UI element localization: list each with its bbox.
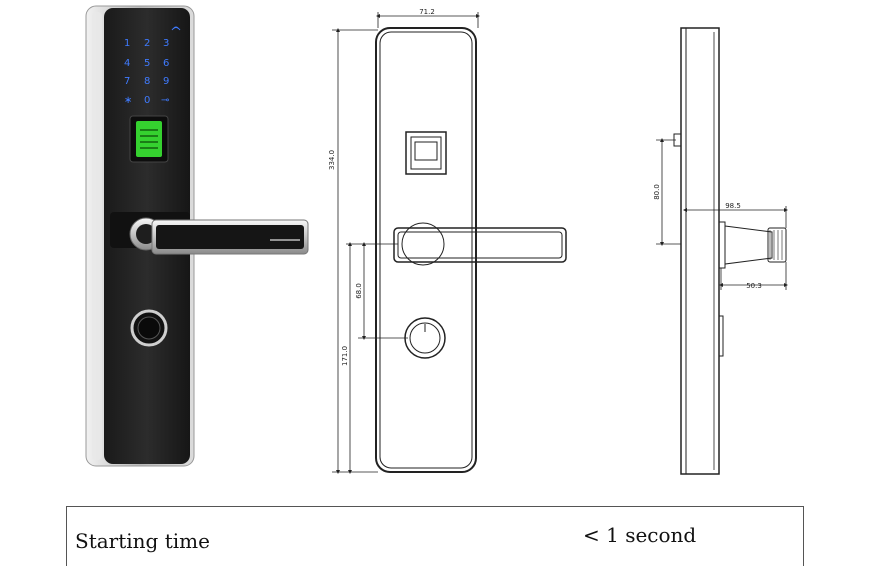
spec-value: < 1 second [583, 523, 697, 547]
key-cylinder[interactable] [130, 309, 168, 347]
lock-product-photo: 1 2 3 4 5 6 7 8 9 ∗ 0 ⊸ [85, 5, 309, 467]
key-7[interactable]: 7 [124, 76, 130, 87]
front-view-drawing [332, 12, 567, 474]
offset-dimension [656, 138, 681, 246]
rose-depth-label: 50.3 [746, 282, 762, 290]
key-lock[interactable]: ⊸ [161, 95, 169, 106]
handle-cylinder-dimension [346, 242, 408, 340]
key-9[interactable]: 9 [163, 76, 169, 87]
key-star[interactable]: ∗ [124, 95, 132, 106]
rose-depth-dimension [719, 262, 788, 290]
width-label: 71.2 [419, 8, 435, 16]
key-6[interactable]: 6 [163, 58, 169, 69]
handle-cylinder-label: 68.0 [355, 283, 363, 299]
key-5[interactable]: 5 [144, 58, 150, 69]
handle-depth-dimension [683, 206, 788, 228]
height-dimension [332, 28, 378, 474]
handle-depth-label: 98.5 [725, 202, 741, 210]
key-0[interactable]: 0 [144, 95, 150, 106]
key-4[interactable]: 4 [124, 58, 130, 69]
fingerprint-sensor[interactable] [129, 115, 169, 163]
signal-icon [171, 26, 181, 31]
spec-label: Starting time [75, 529, 210, 553]
spec-table: Starting time < 1 second [66, 506, 804, 566]
width-dimension [376, 12, 480, 28]
offset-label: 80.0 [653, 184, 661, 200]
height-label: 334.0 [328, 150, 336, 170]
key-1[interactable]: 1 [124, 38, 130, 49]
side-view-drawing [656, 27, 788, 475]
keypad[interactable]: 1 2 3 4 5 6 7 8 9 ∗ 0 ⊸ [124, 38, 169, 106]
cylinder-bottom-label: 171.0 [341, 346, 349, 366]
key-3[interactable]: 3 [163, 38, 169, 49]
lever-handle[interactable] [110, 212, 309, 255]
key-8[interactable]: 8 [144, 76, 150, 87]
key-2[interactable]: 2 [144, 38, 150, 49]
